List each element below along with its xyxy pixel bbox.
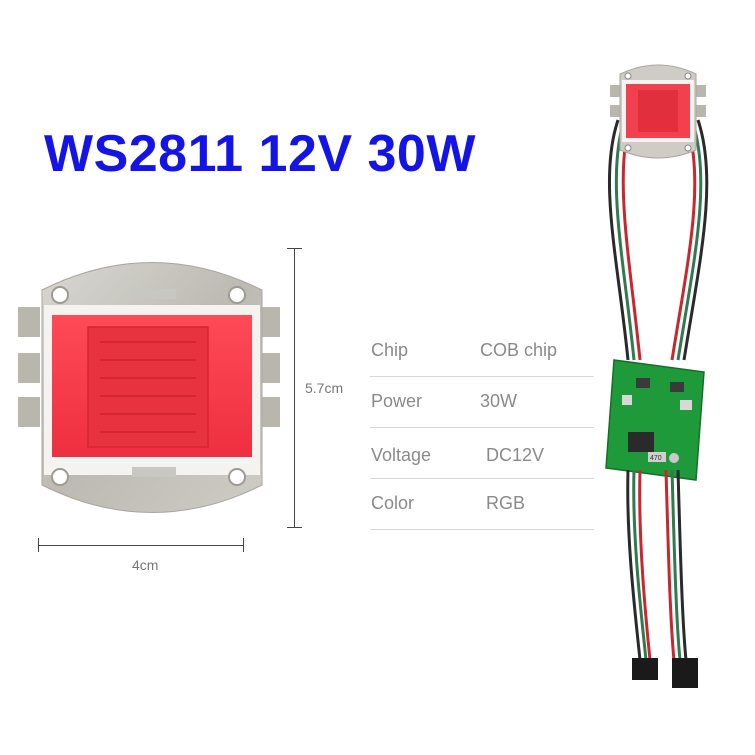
cob-led-chip-image bbox=[18, 262, 280, 513]
width-dimension-cap-left bbox=[38, 538, 39, 552]
spec-key: Power bbox=[371, 391, 423, 411]
small-led-chip bbox=[610, 64, 706, 159]
spec-key: Chip bbox=[371, 340, 409, 360]
product-title: WS2811 12V 30W bbox=[44, 125, 476, 183]
spec-key: Voltage bbox=[371, 445, 432, 465]
spec-row-power: Power 30W bbox=[370, 377, 594, 428]
spec-value: DC12V bbox=[486, 445, 545, 465]
connector-image bbox=[632, 658, 658, 680]
driver-pcb: 470 bbox=[605, 359, 705, 481]
spec-value: COB chip bbox=[480, 340, 558, 360]
spec-table: Chip COB chip Power 30W Voltage DC12V Co… bbox=[370, 325, 594, 530]
spec-row-chip: Chip COB chip bbox=[370, 325, 594, 377]
width-dimension-cap-right bbox=[243, 538, 244, 552]
height-dimension-line bbox=[294, 248, 295, 528]
driver-board-image: 470 bbox=[605, 64, 709, 688]
spec-row-voltage: Voltage DC12V bbox=[370, 428, 594, 479]
spec-value: RGB bbox=[486, 493, 526, 513]
height-dimension-label: 5.7cm bbox=[305, 380, 344, 396]
height-dimension-cap-bottom bbox=[287, 527, 302, 528]
spec-row-color: Color RGB bbox=[370, 479, 594, 530]
height-dimension-cap-top bbox=[287, 248, 302, 249]
spec-key: Color bbox=[371, 493, 415, 513]
spec-value: 30W bbox=[480, 391, 518, 411]
width-dimension-line bbox=[38, 545, 243, 546]
width-dimension-label: 4cm bbox=[132, 557, 159, 573]
board-marking: 470 bbox=[650, 455, 662, 462]
